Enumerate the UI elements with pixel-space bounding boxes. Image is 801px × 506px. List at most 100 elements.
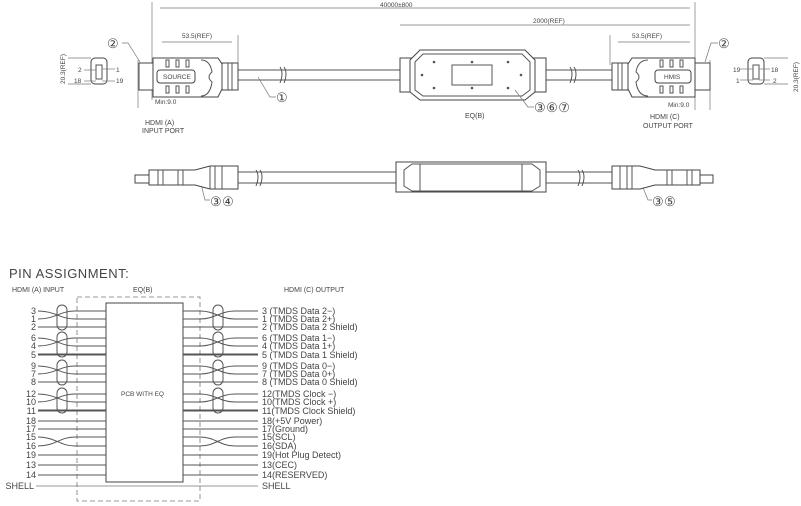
shield-oval <box>56 331 68 358</box>
twisted-wire <box>183 310 258 320</box>
face-pin: 2 <box>78 67 82 74</box>
input-pin-label: 17 <box>26 424 36 434</box>
twisted-wire <box>37 436 106 447</box>
min-left: Min:9.0 <box>155 99 177 106</box>
output-pin-label: 7 (TMDS Data 0+) <box>262 369 335 379</box>
output-pin-label: 16(SDA) <box>262 441 297 451</box>
twisted-wire <box>37 310 106 320</box>
connector-length-right: 53.5(REF) <box>632 33 662 40</box>
connector-face-left <box>68 57 115 85</box>
output-pin-label: 12(TMDS Clock −) <box>262 389 336 399</box>
min-right: Min:9.0 <box>668 102 690 109</box>
output-pin-label: 6 (TMDS Data 1−) <box>262 333 335 343</box>
input-pin-label: 4 <box>31 341 36 351</box>
output-pin-label: 15(SCL) <box>262 432 296 442</box>
twisted-wire <box>183 393 258 403</box>
twisted-wire <box>183 436 258 447</box>
output-pin-label: SHELL <box>262 481 291 491</box>
twisted-wire <box>183 436 258 447</box>
height-left: 20.3(REF) <box>60 54 67 84</box>
right-port-label: HDMI (C) <box>650 114 680 121</box>
input-pin-label: 11 <box>27 406 36 416</box>
face-pin: 2 <box>773 78 777 85</box>
twisted-wire <box>37 310 106 320</box>
twisted-wire <box>183 310 258 320</box>
twisted-wire <box>37 436 106 447</box>
output-pin-label: 3 (TMDS Data 2−) <box>262 306 335 316</box>
twisted-wire <box>37 365 106 375</box>
pcb-label: PCB WITH EQ <box>121 391 164 398</box>
face-pin: 19 <box>733 67 741 74</box>
input-pin-label: 12 <box>26 389 36 399</box>
twisted-wire <box>183 337 258 347</box>
input-pin-label: 2 <box>31 322 36 332</box>
shield-oval <box>56 304 68 331</box>
callout-leaders <box>122 42 718 201</box>
face-pin: 1 <box>116 67 120 74</box>
input-pin-label: SHELL <box>5 481 34 491</box>
twisted-wire <box>37 337 106 347</box>
height-right: 20.3(REF) <box>793 62 800 92</box>
hdmi-a-connector <box>138 57 239 98</box>
face-pin: 18 <box>74 78 82 85</box>
output-pin-label: 2 (TMDS Data 2 Shield) <box>262 322 358 332</box>
left-port-label: HDMI (A) <box>145 120 174 127</box>
pin-assignment-title: PIN ASSIGNMENT: <box>9 266 129 281</box>
output-pin-label: 8 (TMDS Data 0 Shield) <box>262 377 358 387</box>
output-pin-label: 4 (TMDS Data 1+) <box>262 341 335 351</box>
input-pin-label: 3 <box>31 306 36 316</box>
shield-oval <box>56 387 68 414</box>
input-pin-label: 5 <box>31 350 36 360</box>
dimension-lines <box>137 2 711 110</box>
callout-2-left: ② <box>107 36 119 51</box>
overall-length: 40000±800 <box>380 2 413 9</box>
output-header: HDMI (C) OUTPUT <box>284 287 345 294</box>
output-pin-label: 5 (TMDS Data 1 Shield) <box>262 350 358 360</box>
eq-boundary <box>76 296 201 502</box>
twisted-wire <box>37 393 106 403</box>
callout-2-right: ② <box>718 36 730 51</box>
output-pin-label: 17(Ground) <box>262 424 308 434</box>
eq-header: EQ(B) <box>133 287 152 294</box>
input-pin-label: 9 <box>31 361 36 371</box>
twisted-wire <box>183 337 258 347</box>
input-pin-label: 13 <box>26 460 36 470</box>
callout-35: ③⑤ <box>652 194 676 209</box>
face-pin: 19 <box>116 78 124 85</box>
callout-1: ① <box>276 90 288 105</box>
output-pin-label: 10(TMDS Clock +) <box>262 397 336 407</box>
callout-34: ③④ <box>210 194 234 209</box>
output-pin-label: 13(CEC) <box>262 460 297 470</box>
shield-oval <box>212 331 224 358</box>
connector-face-right <box>740 57 788 85</box>
pcb-block <box>105 302 184 483</box>
right-port-label-2: OUTPUT PORT <box>643 123 694 130</box>
shield-oval <box>212 304 224 331</box>
face-pin: 1 <box>736 78 740 85</box>
input-pin-label: 16 <box>26 441 36 451</box>
eq-label: EQ(B) <box>465 113 484 120</box>
output-pin-label: 14(RESERVED) <box>262 470 327 480</box>
source-label: SOURCE <box>163 74 191 81</box>
sink-label: HMIS <box>664 74 681 81</box>
input-pin-label: 7 <box>31 369 36 379</box>
output-pin-label: 18(+5V Power) <box>262 416 322 426</box>
hdmi-c-connector <box>611 57 711 98</box>
input-pin-label: 19 <box>26 450 36 460</box>
callout-367: ③⑥⑦ <box>534 100 570 115</box>
input-pin-label: 1 <box>31 314 36 324</box>
input-pin-label: 8 <box>31 377 36 387</box>
shield-oval <box>56 359 68 386</box>
twisted-wire <box>37 365 106 375</box>
input-pin-label: 10 <box>26 397 36 407</box>
output-pin-label: 19(Hot Plug Detect) <box>262 450 341 460</box>
left-port-label-2: INPUT PORT <box>142 128 185 135</box>
shield-oval <box>212 387 224 414</box>
twisted-wire <box>37 337 106 347</box>
twisted-wire <box>183 365 258 375</box>
output-pin-label: 11(TMDS Clock Shield) <box>262 406 355 416</box>
output-pin-label: 1 (TMDS Data 2+) <box>262 314 335 324</box>
twisted-wire <box>183 393 258 403</box>
input-pin-label: 15 <box>26 432 36 442</box>
output-pin-label: 9 (TMDS Data 0−) <box>262 361 335 371</box>
